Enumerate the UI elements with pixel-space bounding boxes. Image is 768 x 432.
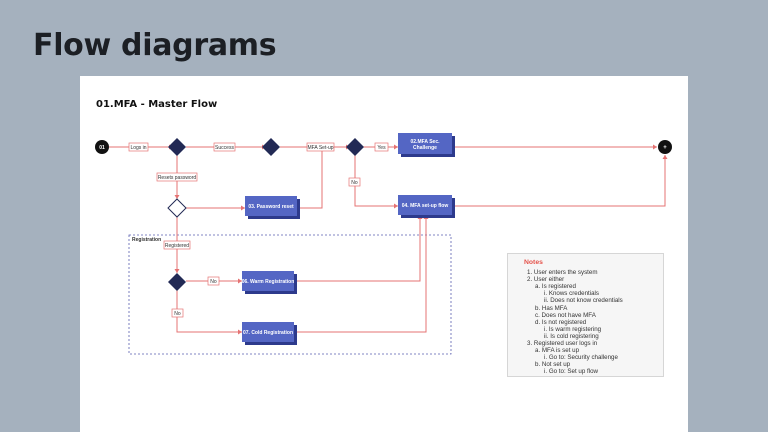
edge-label-registered: Registered [165, 243, 189, 249]
edge-setup-to-end [452, 155, 666, 207]
notes-item: d. Is not registered [535, 318, 587, 326]
edge-label-box [374, 142, 389, 152]
notes-item: a. MFA is set up [535, 347, 580, 355]
notes-item: 3. Registered user logs in [527, 340, 598, 348]
decision-diamond-mfa [346, 138, 364, 156]
registration-group-label: Registration [132, 237, 161, 243]
edge-label-logs-in: Logs in [130, 145, 146, 151]
arrowhead [394, 144, 398, 150]
arrowhead [238, 278, 242, 284]
edge-label-box [207, 276, 220, 286]
start-node-label: 01 [99, 145, 105, 151]
notes-item: b. Not set up [535, 361, 571, 369]
decision-diamond-registration [168, 273, 186, 291]
arrowhead [174, 195, 180, 199]
edge-label-mfa-setup: MFA Set-up [307, 145, 333, 151]
edge-cold-to-setup [294, 215, 427, 333]
edge-label-no: No [174, 311, 181, 317]
edge-d4-to-cold [176, 290, 242, 333]
diagram-title: 01.MFA - Master Flow [96, 99, 218, 110]
arrowhead [241, 205, 245, 211]
edge-label-no: No [210, 279, 217, 285]
edge-reset-to-d3 [297, 147, 323, 209]
page-title: Flow diagrams [33, 28, 277, 63]
decision-diamond-reset [167, 198, 187, 218]
arrowhead [662, 155, 668, 159]
arrowhead [653, 144, 657, 150]
notes-item: i. Go to: Security challenge [544, 354, 618, 362]
edge-label-box [348, 177, 361, 187]
edge-label-box [171, 308, 184, 318]
notes-item: ii. Is cold registering [544, 332, 599, 340]
process-password-reset [245, 196, 297, 216]
decision-diamond-success [262, 138, 280, 156]
decision-diamond-login [168, 138, 186, 156]
process-mfa-challenge [398, 133, 452, 154]
notes-item: a. Is registered [535, 283, 576, 291]
process-mfa-challenge-label: Challenge [413, 145, 437, 151]
edge-label-success: Success [215, 145, 234, 151]
notes-item: i. Is warm registering [544, 325, 602, 333]
edge-label-box [156, 172, 198, 182]
notes-title: Notes [524, 259, 543, 266]
edge-label-box [306, 142, 335, 152]
arrowhead [238, 329, 242, 335]
notes-item: b. Has MFA [535, 304, 568, 312]
edge-label-box [213, 142, 236, 152]
notes-item: 1. User enters the system [527, 269, 598, 277]
edge-label-box [128, 142, 149, 152]
notes-panel: Notes 1. User enters the system 2. User … [507, 253, 664, 377]
notes-item: i. Go to: Set up flow [544, 368, 598, 376]
process-mfa-challenge-label: 02.MFA Sec. [411, 139, 441, 145]
process-mfa-setup-flow-label: 04. MFA set-up flow [402, 203, 449, 209]
notes-item: 2. User either [527, 276, 565, 284]
edge-label-resets-password: Resets password [158, 175, 197, 181]
edge-warm-to-setup [294, 215, 421, 282]
edge-d3-to-setup [354, 155, 398, 207]
edge-label-no: No [351, 180, 358, 186]
end-node [658, 140, 672, 154]
process-cold-registration-label: 07. Cold Registration [243, 330, 293, 336]
process-password-reset-label: 03. Password reset [248, 204, 294, 210]
arrowhead [174, 269, 180, 273]
arrowhead [394, 203, 398, 209]
process-cold-registration [242, 322, 294, 342]
process-warm-registration-label: 06. Warm Registration [242, 279, 295, 285]
process-mfa-setup-flow [398, 195, 452, 215]
process-warm-registration [242, 271, 294, 291]
notes-item: c. Does not have MFA [535, 311, 596, 319]
edge-label-box [163, 240, 191, 250]
registration-group [128, 234, 452, 355]
notes-item: ii. Does not know credentials [544, 297, 623, 305]
edge-label-yes: Yes [377, 145, 386, 151]
end-node-label: + [663, 145, 667, 151]
start-node [95, 140, 109, 154]
notes-item: i. Knows credentials [544, 290, 600, 298]
